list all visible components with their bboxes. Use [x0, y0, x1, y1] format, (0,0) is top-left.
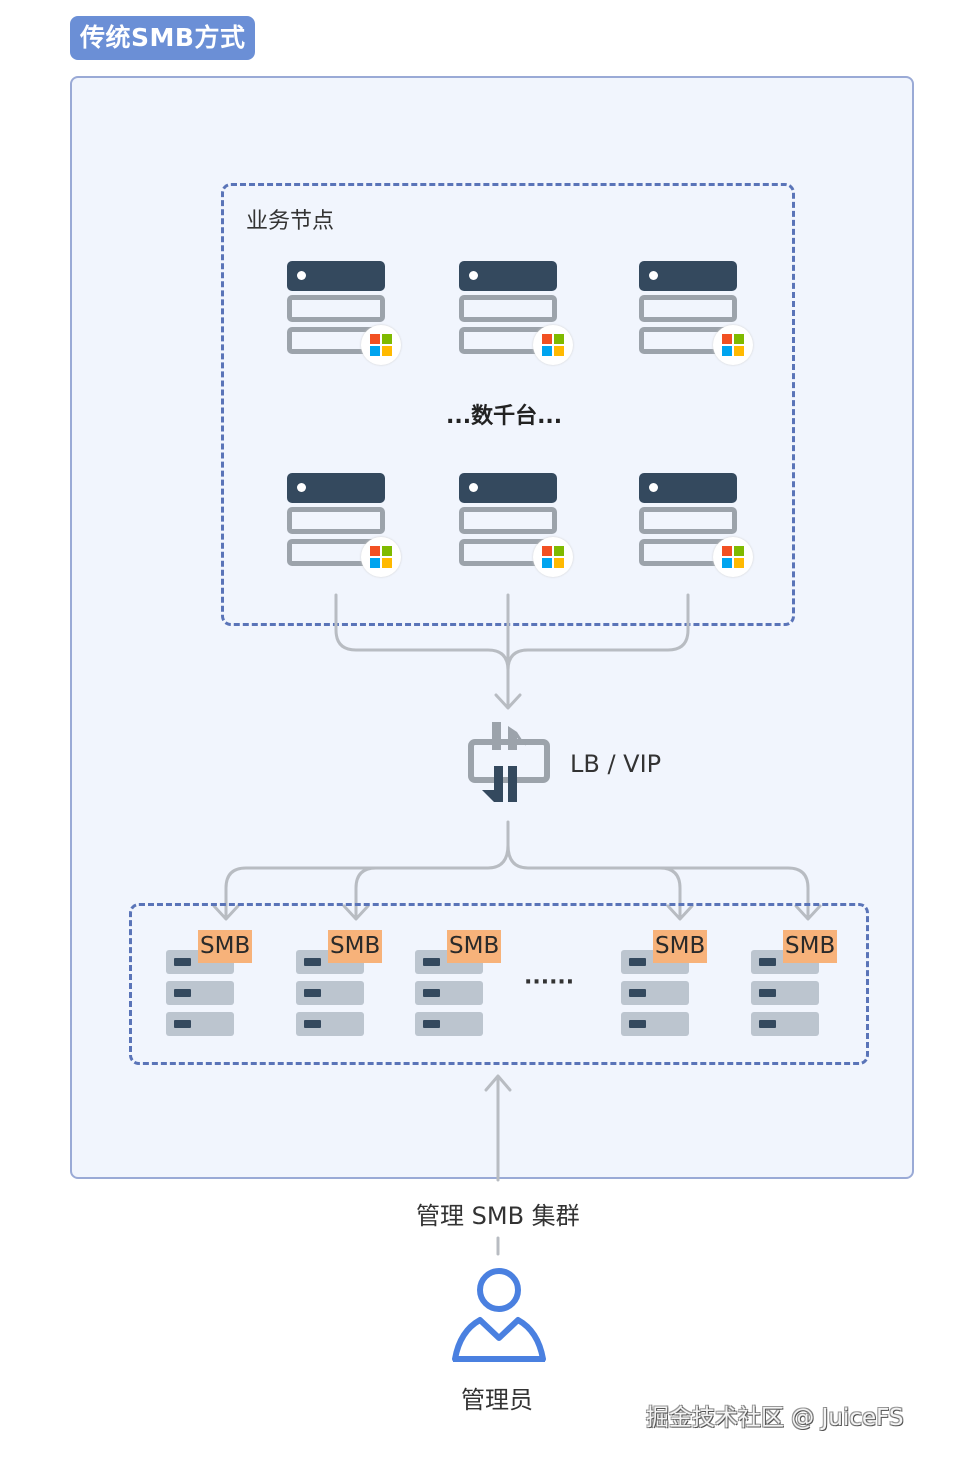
server-unit — [459, 295, 557, 322]
server-unit — [287, 507, 385, 534]
status-led-icon — [297, 271, 306, 280]
server-top-unit — [459, 261, 557, 291]
connector-business-left — [334, 593, 510, 672]
drive-slot-icon — [629, 958, 646, 966]
drive-slot-icon — [423, 958, 440, 966]
drive-slot-icon — [304, 1020, 321, 1028]
smb-tag: SMB — [447, 930, 502, 963]
server-top-unit — [459, 473, 557, 503]
smb-server: SMB — [621, 930, 711, 1040]
windows-logo-icon — [713, 325, 753, 365]
business-server — [287, 261, 402, 365]
arrow-smb2 — [342, 904, 370, 921]
status-led-icon — [649, 483, 658, 492]
server-unit — [639, 507, 737, 534]
business-server — [459, 261, 574, 365]
server-unit — [296, 981, 364, 1005]
server-unit — [415, 981, 483, 1005]
business-server — [639, 473, 754, 577]
drive-slot-icon — [629, 989, 646, 997]
arrow-smb1 — [212, 904, 240, 921]
cluster-ellipsis: ······ — [524, 970, 575, 995]
thousands-nodes-label: ...数千台... — [446, 404, 563, 429]
drive-slot-icon — [759, 958, 776, 966]
drive-slot-icon — [174, 1020, 191, 1028]
business-nodes-label: 业务节点 — [246, 209, 335, 234]
connector-lb-smb2 — [354, 866, 378, 920]
connector-lb-smb4 — [658, 866, 682, 920]
status-led-icon — [469, 483, 478, 492]
server-unit — [287, 295, 385, 322]
arrow-to-cluster — [484, 1074, 512, 1092]
load-balancer-icon — [468, 722, 550, 804]
smb-tag: SMB — [783, 930, 838, 963]
server-unit — [296, 1012, 364, 1036]
arrow-smb5 — [794, 904, 822, 921]
drive-slot-icon — [423, 989, 440, 997]
drive-slot-icon — [304, 989, 321, 997]
lb-vip-label: LB / VIP — [570, 750, 662, 778]
drive-slot-icon — [174, 989, 191, 997]
business-server — [459, 473, 574, 577]
smb-cluster-group — [129, 903, 869, 1065]
section-title-badge: 传统SMB方式 — [70, 16, 256, 60]
drive-slot-icon — [174, 958, 191, 966]
server-top-unit — [287, 261, 385, 291]
smb-tag: SMB — [653, 930, 708, 963]
status-led-icon — [649, 271, 658, 280]
smb-server: SMB — [415, 930, 505, 1040]
drive-slot-icon — [304, 958, 321, 966]
server-unit — [415, 1012, 483, 1036]
server-top-unit — [287, 473, 385, 503]
smb-server: SMB — [751, 930, 841, 1040]
watermark: 掘金技术社区 @ JuiceFS — [646, 1405, 904, 1431]
user-icon — [450, 1268, 548, 1364]
drive-slot-icon — [629, 1020, 646, 1028]
server-unit — [639, 295, 737, 322]
server-unit — [166, 981, 234, 1005]
server-unit — [621, 1012, 689, 1036]
windows-logo-icon — [361, 325, 401, 365]
arrow-smb4 — [666, 904, 694, 921]
server-unit — [751, 981, 819, 1005]
server-top-unit — [639, 473, 737, 503]
status-led-icon — [469, 271, 478, 280]
smb-server: SMB — [296, 930, 386, 1040]
server-unit — [459, 507, 557, 534]
server-unit — [751, 1012, 819, 1036]
windows-logo-icon — [713, 537, 753, 577]
business-server — [287, 473, 402, 577]
drive-slot-icon — [759, 989, 776, 997]
smb-tag: SMB — [198, 930, 253, 963]
server-unit — [621, 981, 689, 1005]
drive-slot-icon — [423, 1020, 440, 1028]
manage-smb-cluster-label: 管理 SMB 集群 — [416, 1202, 580, 1230]
windows-logo-icon — [361, 537, 401, 577]
connector-business-right — [506, 593, 690, 672]
server-top-unit — [639, 261, 737, 291]
windows-logo-icon — [533, 325, 573, 365]
smb-tag: SMB — [328, 930, 383, 963]
connector-lb-right — [506, 843, 810, 920]
windows-logo-icon — [533, 537, 573, 577]
drive-slot-icon — [759, 1020, 776, 1028]
status-led-icon — [297, 483, 306, 492]
smb-server: SMB — [166, 930, 256, 1040]
admin-label: 管理员 — [461, 1386, 533, 1414]
arrow-to-lb — [494, 693, 522, 710]
server-unit — [166, 1012, 234, 1036]
business-server — [639, 261, 754, 365]
